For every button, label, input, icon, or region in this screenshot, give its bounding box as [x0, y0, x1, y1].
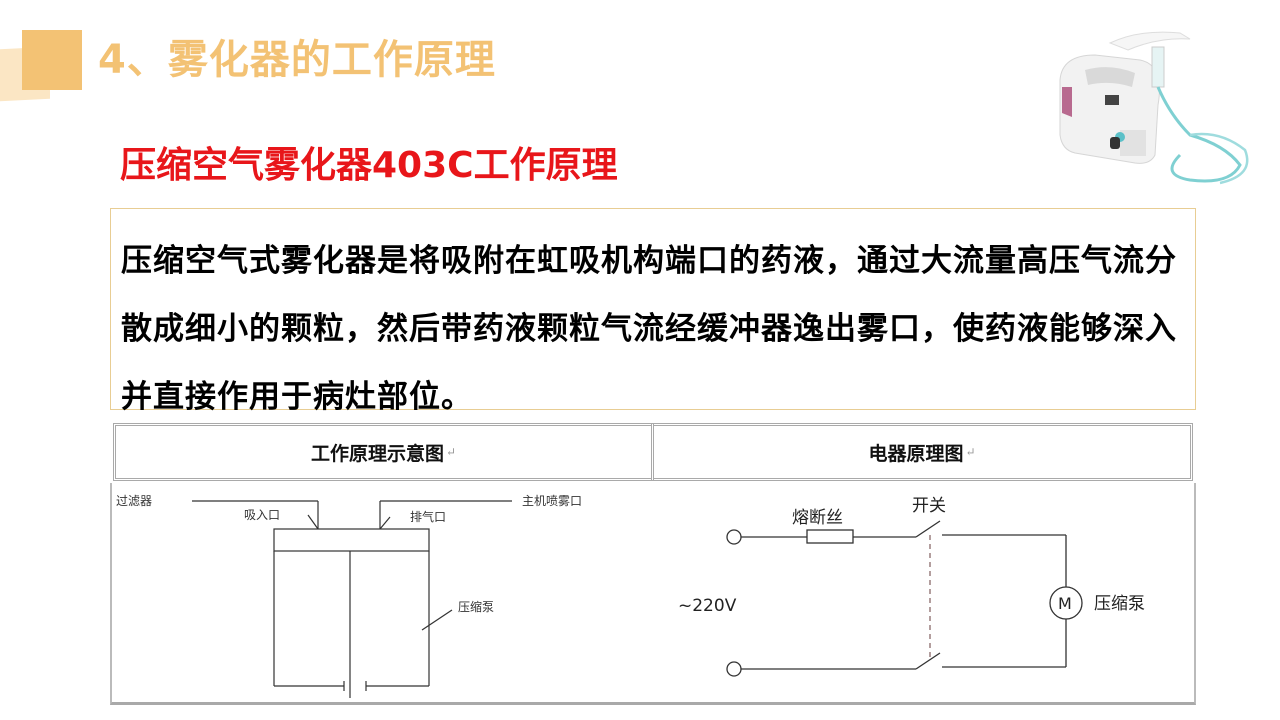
label-inlet: 吸入口 — [244, 508, 280, 522]
return-mark-icon: ↵ — [965, 445, 976, 459]
label-fuse: 熔断丝 — [792, 508, 843, 528]
label-pump: 压缩泵 — [1094, 594, 1145, 614]
title-decoration-square — [22, 30, 82, 90]
label-switch: 开关 — [912, 496, 946, 516]
return-mark-icon: ↵ — [445, 445, 457, 459]
nebulizer-photo — [1040, 25, 1260, 195]
label-exhaust: 排气口 — [410, 509, 446, 524]
header-label: 电器原理图 — [868, 442, 964, 465]
description-box: 压缩空气式雾化器是将吸附在虹吸机构端口的药液，通过大流量高压气流分散成细小的颗粒… — [110, 208, 1196, 415]
label-nozzle: 主机喷雾口 — [522, 494, 582, 508]
motor-icon: M — [1058, 594, 1072, 613]
diagram-body: 过滤器 吸入口 排气口 主机喷雾口 压缩泵 — [110, 483, 1196, 705]
header-circuit-diagram: 电器原理图↵ — [651, 423, 1193, 481]
diagram-table: 工作原理示意图↵ 电器原理图↵ 过滤 — [110, 423, 1196, 705]
label-voltage: ~220V — [678, 596, 737, 616]
description-text: 压缩空气式雾化器是将吸附在虹吸机构端口的药液，通过大流量高压气流分散成细小的颗粒… — [121, 243, 1177, 415]
header-label: 工作原理示意图 — [310, 442, 444, 465]
circuit-diagram: 熔断丝 开关 ~220V M 压缩泵 — [678, 496, 1145, 677]
subtitle: 压缩空气雾化器403C工作原理 — [120, 145, 618, 186]
section-title: 4、雾化器的工作原理 — [98, 37, 496, 83]
header-working-diagram: 工作原理示意图↵ — [113, 423, 654, 481]
label-filter: 过滤器 — [116, 494, 152, 508]
working-principle-diagram: 过滤器 吸入口 排气口 主机喷雾口 压缩泵 — [116, 494, 582, 698]
label-pump: 压缩泵 — [458, 599, 494, 614]
